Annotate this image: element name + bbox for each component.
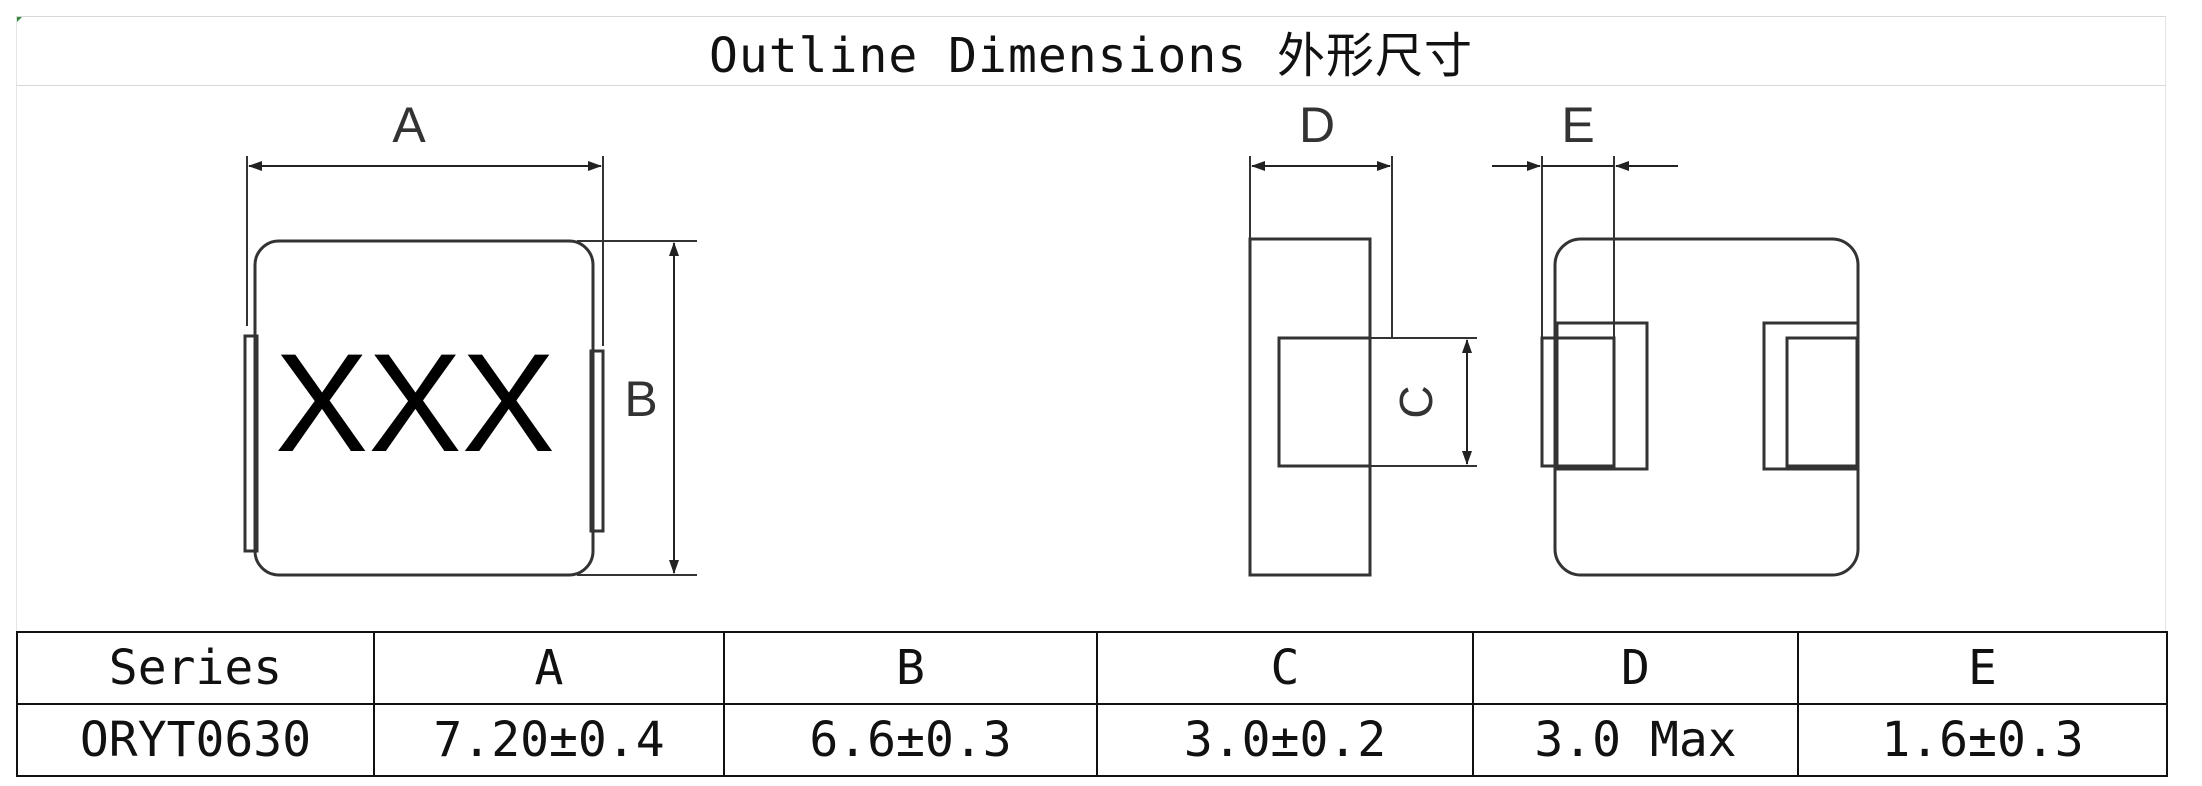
- table-row: ORYT0630 7.20±0.4 6.6±0.3 3.0±0.2 3.0 Ma…: [16, 703, 2168, 777]
- dim-e-label: E: [1561, 97, 1594, 153]
- header-d: D: [1472, 631, 1799, 705]
- side-view-terminal: [1277, 336, 1372, 468]
- header-c: C: [1096, 631, 1474, 705]
- side-view-body: [1248, 237, 1372, 577]
- outline-drawing-area: XXX A B D C: [16, 86, 2166, 631]
- dim-d-label: D: [1299, 97, 1335, 153]
- title-row: Outline Dimensions 外形尺寸: [16, 16, 2166, 86]
- top-view-right-terminal: [589, 349, 605, 533]
- page-title: Outline Dimensions 外形尺寸: [708, 28, 1474, 84]
- bottom-view: [1492, 156, 1860, 577]
- top-view-left-terminal: [243, 334, 259, 553]
- dimensions-table: Series A B C D E ORYT0630 7.20±0.4 6.6±0…: [16, 631, 2168, 777]
- outline-drawing: XXX A B D C: [243, 97, 1860, 577]
- cell-e: 1.6±0.3: [1797, 703, 2168, 777]
- side-view: [1248, 156, 1477, 577]
- cell-c: 3.0±0.2: [1096, 703, 1474, 777]
- cell-b: 6.6±0.3: [723, 703, 1098, 777]
- bottom-view-body: [1553, 237, 1860, 577]
- cell-series: ORYT0630: [16, 703, 375, 777]
- cell-a: 7.20±0.4: [373, 703, 725, 777]
- bottom-view-left-pad-inner: [1540, 336, 1616, 468]
- header-e: E: [1797, 631, 2168, 705]
- bottom-view-right-pad-inner: [1785, 336, 1859, 468]
- header-a: A: [373, 631, 725, 705]
- bottom-view-right-pad-outer: [1762, 321, 1860, 471]
- dim-a-label: A: [392, 97, 426, 153]
- header-series: Series: [16, 631, 375, 705]
- header-b: B: [723, 631, 1098, 705]
- top-view: [243, 156, 697, 577]
- top-view-body: [253, 239, 595, 577]
- bottom-view-left-pad-outer: [1555, 321, 1649, 471]
- marking-text: XXX: [275, 324, 555, 481]
- cell-corner-marker: [16, 16, 23, 23]
- table-header-row: Series A B C D E: [16, 631, 2168, 705]
- dim-c-label: C: [1390, 385, 1442, 418]
- cell-d: 3.0 Max: [1472, 703, 1799, 777]
- dim-b-label: B: [624, 371, 657, 427]
